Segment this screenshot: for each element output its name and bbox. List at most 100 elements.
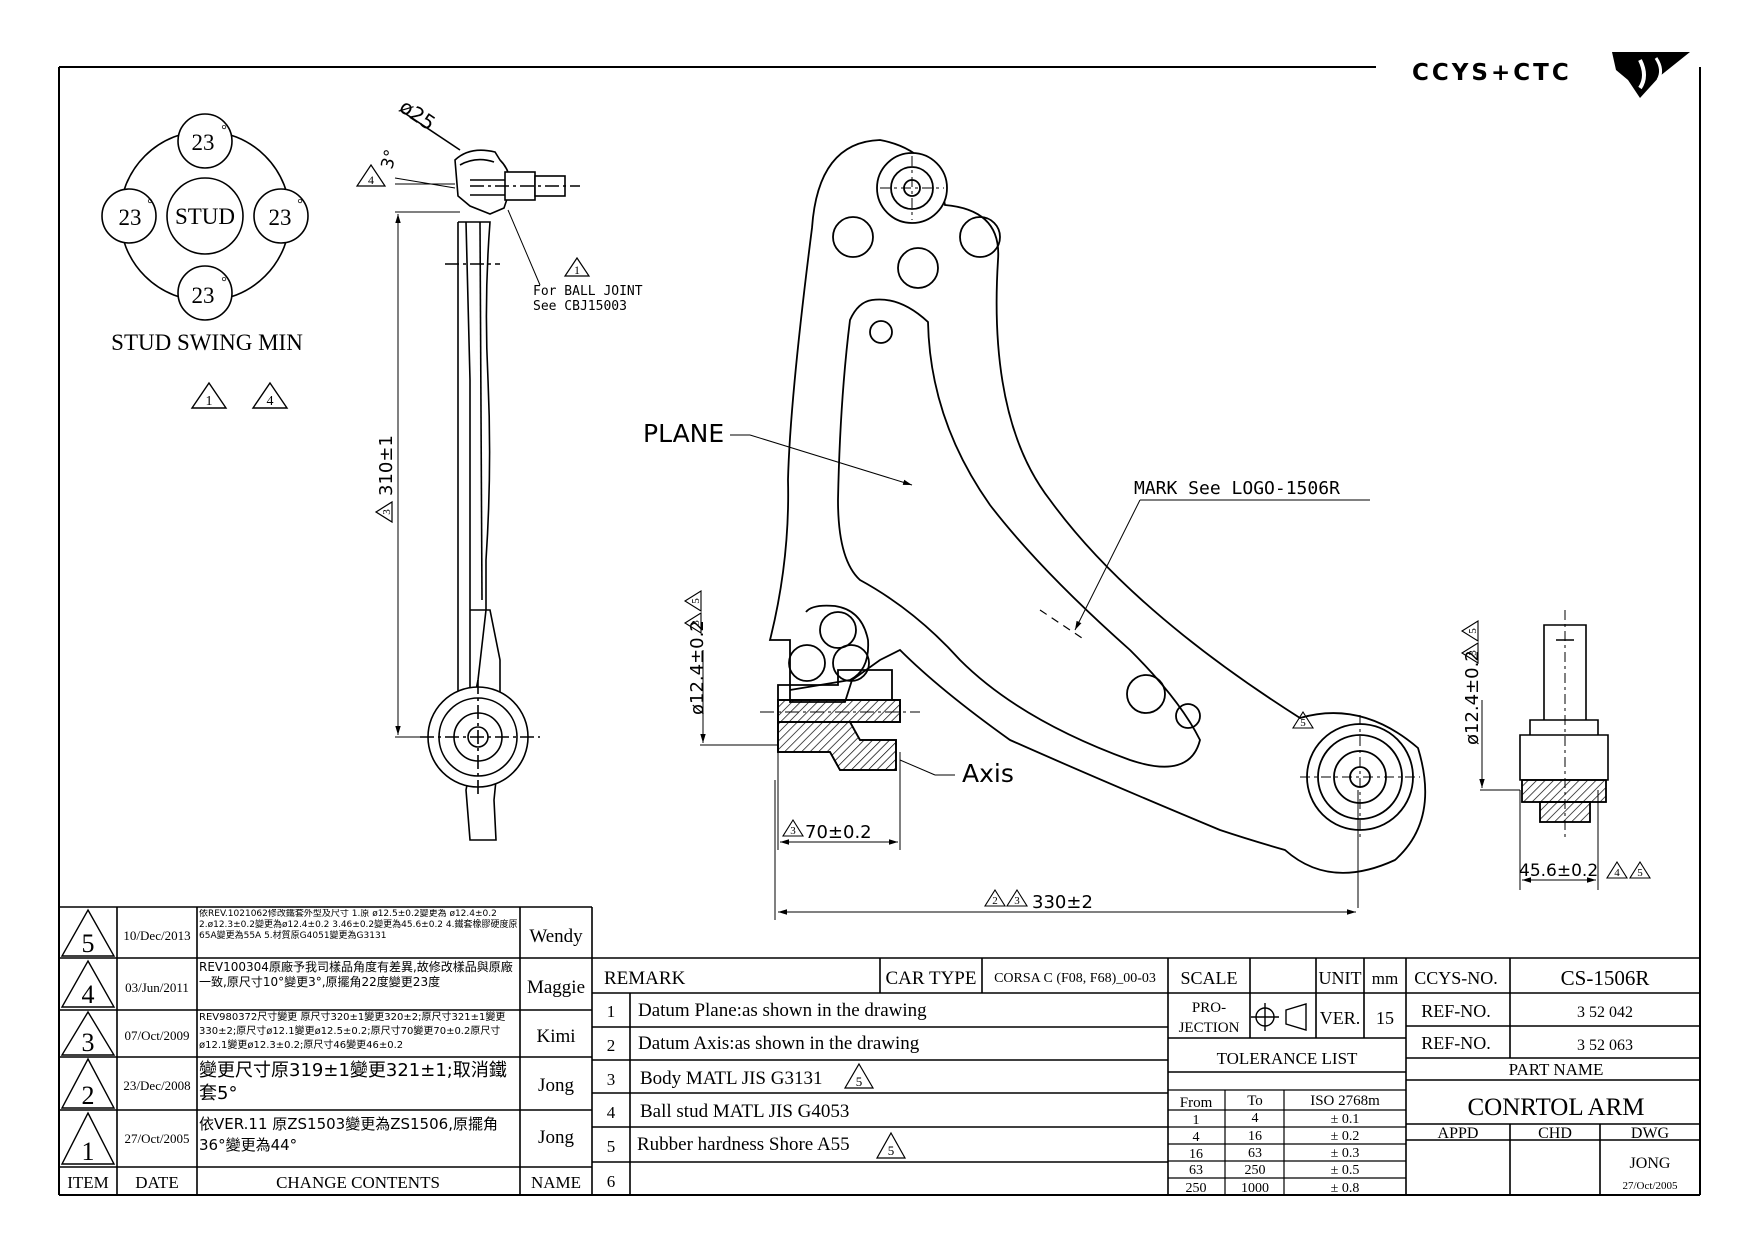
rev-triangle-icon: [374, 500, 393, 524]
revision-rows: 5 10/Dec/2013 Wendy 4 03/Jun/2011 Maggie…: [60, 908, 585, 1192]
dwg-label: DWG: [1631, 1125, 1670, 1142]
rev-triangle-icon: [60, 1111, 116, 1165]
main-length-dim: 330±2: [1032, 892, 1093, 913]
rev-triangle-icon: [251, 381, 289, 409]
rev-triangle-icon: [782, 818, 804, 837]
remark-number: 1: [607, 1002, 616, 1021]
ref-no-value-1: 3 52 042: [1577, 1004, 1633, 1021]
svg-text:1: 1: [206, 394, 213, 409]
stud-circle-left: [101, 188, 157, 244]
ref-no-value-2: 3 52 063: [1577, 1037, 1633, 1054]
stud-swing-rev-marks: 1 4: [190, 381, 289, 409]
rev-content: 變更尺寸原319±1變更321±1;取消鐵套5°: [199, 1060, 507, 1104]
projection-symbol-icon: [1251, 1003, 1307, 1031]
side-dia-label: ø25: [395, 94, 440, 135]
stud-circle-bottom: [177, 265, 233, 321]
rev-triangle-icon: [60, 1057, 116, 1109]
ref-no-label-2: REF-NO.: [1421, 1033, 1491, 1053]
tolerance-table: [1168, 1089, 1406, 1195]
rev-triangle-icon: [1460, 620, 1479, 642]
tol-cell: 63: [1248, 1146, 1262, 1161]
remark-number: 5: [607, 1137, 616, 1156]
svg-text:2: 2: [992, 895, 998, 907]
stud-degree-mark-left: °: [147, 197, 153, 212]
tol-cell: 4: [1252, 1111, 1259, 1126]
tol-cell: 4: [1193, 1130, 1200, 1145]
svg-text:1: 1: [574, 263, 580, 277]
scale-label: SCALE: [1180, 968, 1237, 988]
stud-degree-mark-right: °: [297, 197, 303, 212]
remark-text: Datum Axis:as shown in the drawing: [638, 1033, 920, 1054]
stud-swing-caption: STUD SWING MIN: [111, 330, 303, 355]
side-angle-label: 3°: [378, 147, 402, 171]
title-block: [1406, 958, 1700, 1195]
stud-degree-mark-top: °: [221, 123, 227, 138]
remark-number: 2: [607, 1036, 616, 1055]
projection-label-2: JECTION: [1179, 1020, 1240, 1036]
rev-triangle-icon: [1292, 710, 1314, 729]
tol-cell: 63: [1189, 1163, 1203, 1178]
tol-header-iso: ISO 2768m: [1310, 1093, 1380, 1109]
rev-triangle-icon: [1606, 860, 1628, 879]
rev-item: 1: [82, 1137, 95, 1166]
svg-text:4: 4: [368, 173, 374, 187]
rev-triangle-icon: [190, 381, 228, 409]
rev-triangle-icon: [984, 888, 1006, 907]
logo-text: CCYS+CTC: [1412, 60, 1572, 86]
stud-circle-top: [177, 113, 233, 169]
rev-triangle-icon: [875, 1131, 907, 1159]
tol-header-from: From: [1180, 1095, 1213, 1111]
svg-text:3: 3: [1467, 650, 1479, 656]
svg-text:3: 3: [381, 509, 393, 515]
rev-header-date: DATE: [135, 1173, 178, 1192]
rev-item: 5: [82, 929, 95, 958]
tolerance-title: TOLERANCE LIST: [1217, 1049, 1358, 1068]
rev-triangle-icon: [843, 1062, 875, 1089]
rev-date: 27/Oct/2005: [125, 1131, 190, 1146]
svg-text:5: 5: [1467, 628, 1479, 634]
rev-header-name: NAME: [531, 1173, 581, 1192]
remarks-table: [592, 957, 1700, 1195]
main-width-dim: 70±0.2: [805, 822, 872, 843]
tol-header-to: To: [1247, 1093, 1263, 1109]
revision-table: [59, 906, 593, 1195]
rev-date: 07/Oct/2009: [125, 1028, 190, 1043]
dwg-name: JONG: [1630, 1155, 1671, 1172]
rev-triangle-icon: [60, 959, 116, 1008]
tol-cell: 250: [1245, 1163, 1266, 1178]
side-view: [394, 109, 580, 841]
stud-angle-bottom: 23: [192, 283, 215, 308]
remark-text: Ball stud MATL JIS G4053: [640, 1101, 849, 1122]
logo-mark-icon: [1612, 52, 1690, 98]
main-bush-dia-dim: ø12.4±0.2: [687, 620, 708, 715]
rev-date: 03/Jun/2011: [125, 980, 189, 995]
revision-contents: 依REV.1021062修改鐵套外型及尺寸 1.原 ø12.5±0.2變更為 ø…: [199, 909, 517, 1154]
rev-name: Wendy: [529, 926, 583, 947]
remark-text: Rubber hardness Shore A55: [637, 1134, 850, 1155]
dwg-date: 27/Oct/2005: [1623, 1180, 1678, 1192]
remark-number: 3: [607, 1070, 616, 1089]
tol-cell: ± 0.5: [1331, 1163, 1360, 1178]
remark-header: REMARK: [604, 968, 686, 989]
svg-text:5: 5: [1300, 717, 1306, 729]
part-name-label: PART NAME: [1509, 1060, 1604, 1079]
rev-date: 10/Dec/2013: [123, 928, 190, 943]
rev-content: REV980372尺寸變更 原尺寸320±1變更320±2;原尺寸321±1變更…: [199, 1012, 506, 1051]
plane-label: PLANE: [643, 419, 724, 448]
rev-header-content: CHANGE CONTENTS: [276, 1173, 440, 1192]
rev-content: 依VER.11 原ZS1503變更為ZS1506,原擺角36°變更為44°: [199, 1115, 498, 1154]
rev-triangle-icon: [60, 1010, 116, 1056]
ball-joint-note-1: For BALL JOINT: [533, 284, 643, 299]
rev-triangle-icon: [683, 590, 702, 612]
svg-text:4: 4: [267, 394, 274, 409]
tol-cell: 250: [1186, 1181, 1207, 1196]
svg-text:5: 5: [888, 1143, 895, 1158]
svg-text:5: 5: [1637, 867, 1643, 879]
ref-no-label-1: REF-NO.: [1421, 1001, 1491, 1021]
tol-cell: 1: [1193, 1113, 1200, 1128]
tol-cell: ± 0.3: [1331, 1146, 1360, 1161]
svg-text:4: 4: [1614, 867, 1620, 879]
rev-item: 2: [82, 1081, 95, 1110]
rev-header-item: ITEM: [67, 1173, 109, 1192]
